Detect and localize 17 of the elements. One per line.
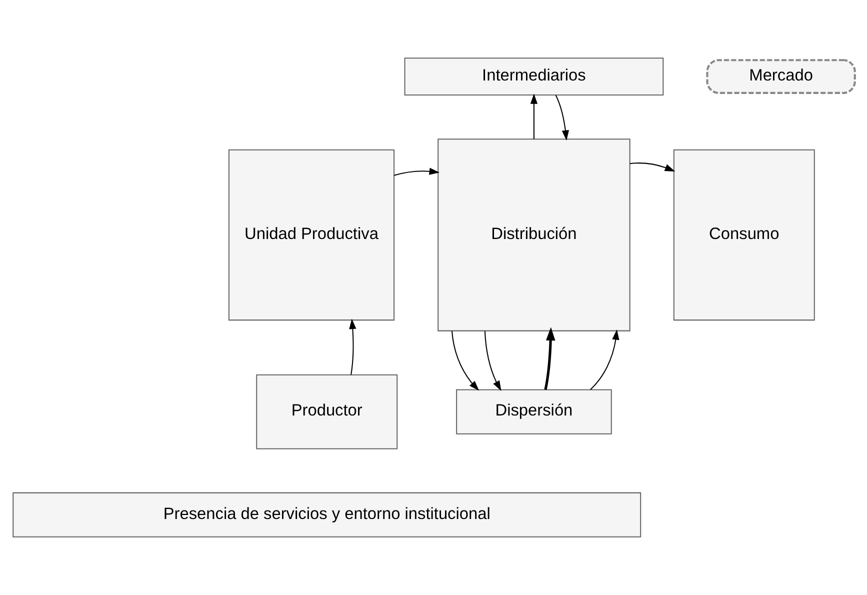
- arrow: [590, 330, 619, 390]
- node-box: Distribución: [437, 138, 630, 332]
- arrow: [348, 318, 356, 375]
- node-box: Dispersión: [456, 389, 612, 434]
- arrow: [484, 331, 501, 392]
- arrow: [393, 168, 440, 176]
- node-box: Presencia de servicios y entorno institucional: [12, 492, 641, 538]
- arrow: [530, 94, 538, 140]
- node-box: Intermediarios: [404, 58, 664, 96]
- arrow: [544, 327, 555, 390]
- node-box: Mercado: [706, 59, 856, 94]
- arrow: [554, 95, 569, 141]
- node-box: Unidad Productiva: [228, 149, 394, 321]
- arrow: [450, 331, 479, 391]
- node-box: Productor: [256, 374, 398, 450]
- arrow: [629, 162, 675, 172]
- node-box: Consumo: [672, 149, 814, 321]
